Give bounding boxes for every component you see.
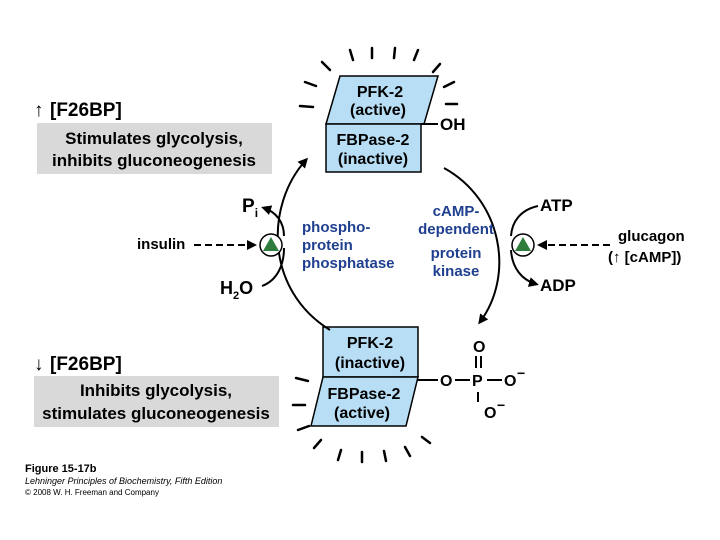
phosphate-top-o: O (473, 339, 485, 356)
glucagon-activator-triangle (515, 237, 531, 251)
pi-release-arc (261, 205, 285, 237)
kinase-line3: protein (431, 245, 482, 262)
kinase-line1: cAMP- (433, 203, 480, 220)
camp-up-arrow-icon: ↑ (613, 249, 621, 266)
bottom-activity-rays (291, 376, 432, 464)
insulin-label: insulin (137, 236, 185, 253)
decreased-f26bp-effect-box (34, 376, 279, 427)
down-arrow-icon: ↓ (34, 354, 44, 375)
enzyme-top: PFK-2 (active) FBPase-2 (inactive) OH (325, 75, 466, 173)
decreased-effect-line2: stimulates gluconeogenesis (42, 404, 270, 423)
pi-label: Pi (242, 196, 258, 220)
panel-decreased-f26bp: ↓ [F26BP] Inhibits glycolysis, stimulate… (34, 354, 279, 427)
oh-label: OH (440, 115, 466, 134)
phosphorus-label: P (472, 373, 483, 390)
figure-number: Figure 15-17b (25, 463, 97, 475)
phosphatase-line2: protein (302, 237, 353, 254)
increased-effect-line2: inhibits gluconeogenesis (52, 151, 256, 170)
kinase-line4: kinase (433, 263, 480, 280)
atp-input-arc (510, 205, 539, 237)
right-o-charge: − (517, 365, 525, 381)
phosphate-group: O P O − O O − (418, 339, 525, 422)
top-fbpase2-state: (inactive) (338, 151, 408, 168)
pfk2-inactive-box (322, 326, 419, 378)
phosphate-bottom-o: O (484, 405, 496, 422)
panel-increased-f26bp: ↑ [F26BP] Stimulates glycolysis, inhibit… (34, 100, 272, 174)
water-label: H2O (220, 278, 253, 302)
decreased-f26bp-title: [F26BP] (50, 354, 122, 375)
camp-label: (↑ [cAMP]) (608, 249, 681, 266)
kinase-line2: dependent (418, 221, 494, 238)
copyright-notice: © 2008 W. H. Freeman and Company (25, 488, 159, 497)
bottom-o-charge: − (497, 397, 505, 413)
top-fbpase2-label: FBPase-2 (337, 132, 410, 149)
increased-effect-line1: Stimulates glycolysis, (65, 129, 243, 148)
adp-label: ADP (540, 276, 576, 295)
phosphorylation-arc (443, 167, 501, 325)
top-activity-rays (298, 46, 459, 109)
increased-f26bp-title: [F26BP] (50, 100, 122, 121)
book-title: Lehninger Principles of Biochemistry, Fi… (25, 476, 222, 486)
left-cycle: Pi H2O insulin phospho- protein phosphat… (137, 157, 395, 331)
top-pfk2-label: PFK-2 (357, 84, 403, 101)
bottom-pfk2-state: (inactive) (335, 355, 405, 372)
bottom-fbpase2-label: FBPase-2 (328, 386, 401, 403)
phosphate-ester-o: O (440, 373, 452, 390)
decreased-effect-line1: Inhibits glycolysis, (80, 381, 232, 400)
phosphate-right-o: O (504, 373, 516, 390)
increased-f26bp-effect-box (37, 123, 272, 174)
top-pfk2-state: (active) (350, 102, 406, 119)
atp-label: ATP (540, 196, 573, 215)
phosphatase-line1: phospho- (302, 219, 370, 236)
fbpase2-active-box (310, 376, 419, 427)
bottom-fbpase2-state: (active) (334, 405, 390, 422)
adp-release-arc (510, 249, 539, 287)
glucagon-label: glucagon (618, 228, 685, 245)
right-cycle: ATP ADP glucagon (↑ [cAMP]) cAMP- depend… (418, 167, 685, 325)
water-input-arc (261, 247, 285, 287)
insulin-activator-triangle (263, 237, 279, 251)
up-arrow-icon: ↑ (34, 100, 44, 121)
figure-caption: Figure 15-17b Lehninger Principles of Bi… (25, 463, 222, 497)
enzyme-bottom: PFK-2 (inactive) FBPase-2 (active) (310, 326, 419, 427)
bottom-pfk2-label: PFK-2 (347, 335, 393, 352)
fbpase2-inactive-box (325, 123, 422, 173)
phosphatase-line3: phosphatase (302, 255, 395, 272)
